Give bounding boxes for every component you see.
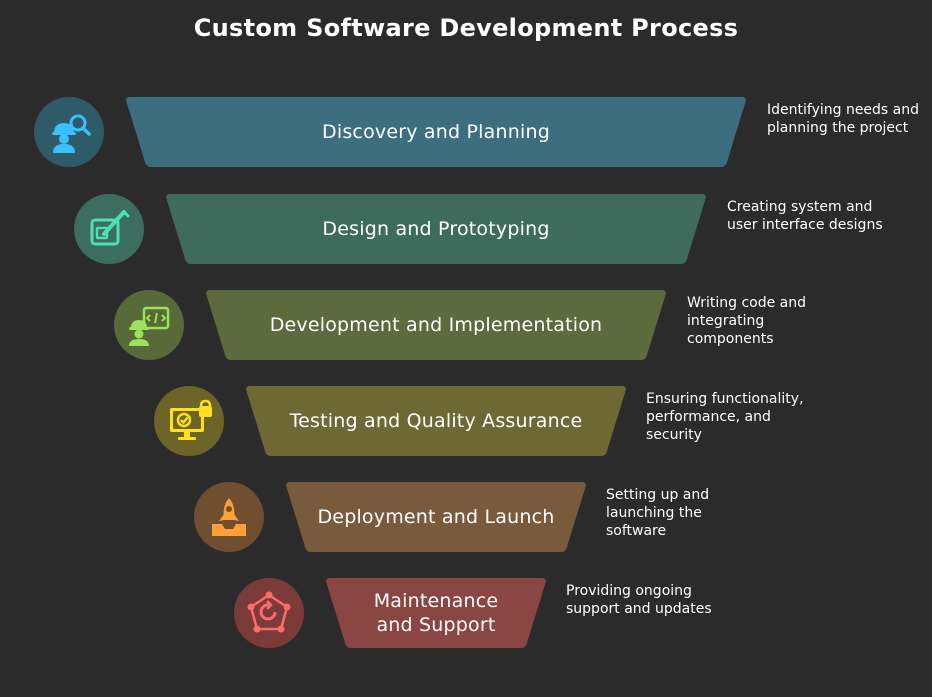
stage-band <box>285 482 587 552</box>
stage-band-shape <box>286 482 586 552</box>
support-cycle-icon <box>246 590 292 636</box>
funnel-stage: Development and Implementation Writing co… <box>0 290 932 362</box>
stage-description: Ensuring functionality, performance, and… <box>646 391 804 443</box>
stage-description: Providing ongoing support and updates <box>566 583 712 617</box>
monitor-lock-icon <box>166 398 212 444</box>
stage-band <box>165 194 707 264</box>
stage-description: Identifying needs and planning the proje… <box>767 102 920 136</box>
stage-band <box>205 290 667 360</box>
stage-icon-circle <box>114 290 184 360</box>
funnel-stage: Deployment and Launch Setting up and laun… <box>0 482 932 554</box>
stage-band-shape <box>206 290 666 360</box>
worker-search-icon <box>46 109 92 155</box>
stage-icon-circle <box>154 386 224 456</box>
stage-band <box>245 386 627 456</box>
stage-icon-circle <box>34 97 104 167</box>
stage-band <box>325 578 547 648</box>
page-title: Custom Software Development Process <box>193 14 739 42</box>
stage-description: Writing code and integrating components <box>687 295 806 347</box>
developer-code-icon <box>126 302 172 348</box>
stage-band-shape <box>246 386 626 456</box>
stage-description: Setting up and launching the software <box>606 487 710 539</box>
funnel-stage: Maintenance and Support Providing ongoing… <box>0 578 932 650</box>
stage-band-shape <box>166 194 706 264</box>
stage-icon-circle <box>194 482 264 552</box>
stage-label: Design and Prototyping <box>322 218 550 240</box>
stage-label: Development and Implementation <box>269 314 603 336</box>
funnel-stage: Discovery and Planning Identifying needs … <box>0 97 932 169</box>
funnel-stage: Testing and Quality Assurance Ensuring fu… <box>0 386 932 458</box>
stage-band-shape <box>126 97 746 167</box>
stage-label: Discovery and Planning <box>322 121 550 143</box>
stage-description: Creating system and user interface desig… <box>727 199 883 233</box>
stage-label: Maintenance and Support <box>373 590 499 636</box>
stage-icon-circle <box>74 194 144 264</box>
rocket-launch-icon <box>206 494 252 540</box>
design-edit-icon <box>86 206 132 252</box>
stage-icon-circle <box>234 578 304 648</box>
funnel-stage: Design and Prototyping Creating system an… <box>0 194 932 266</box>
stage-label: Deployment and Launch <box>317 506 555 528</box>
stage-band <box>125 97 747 167</box>
stage-label: Testing and Quality Assurance <box>289 410 583 432</box>
stage-band-shape <box>326 578 546 648</box>
